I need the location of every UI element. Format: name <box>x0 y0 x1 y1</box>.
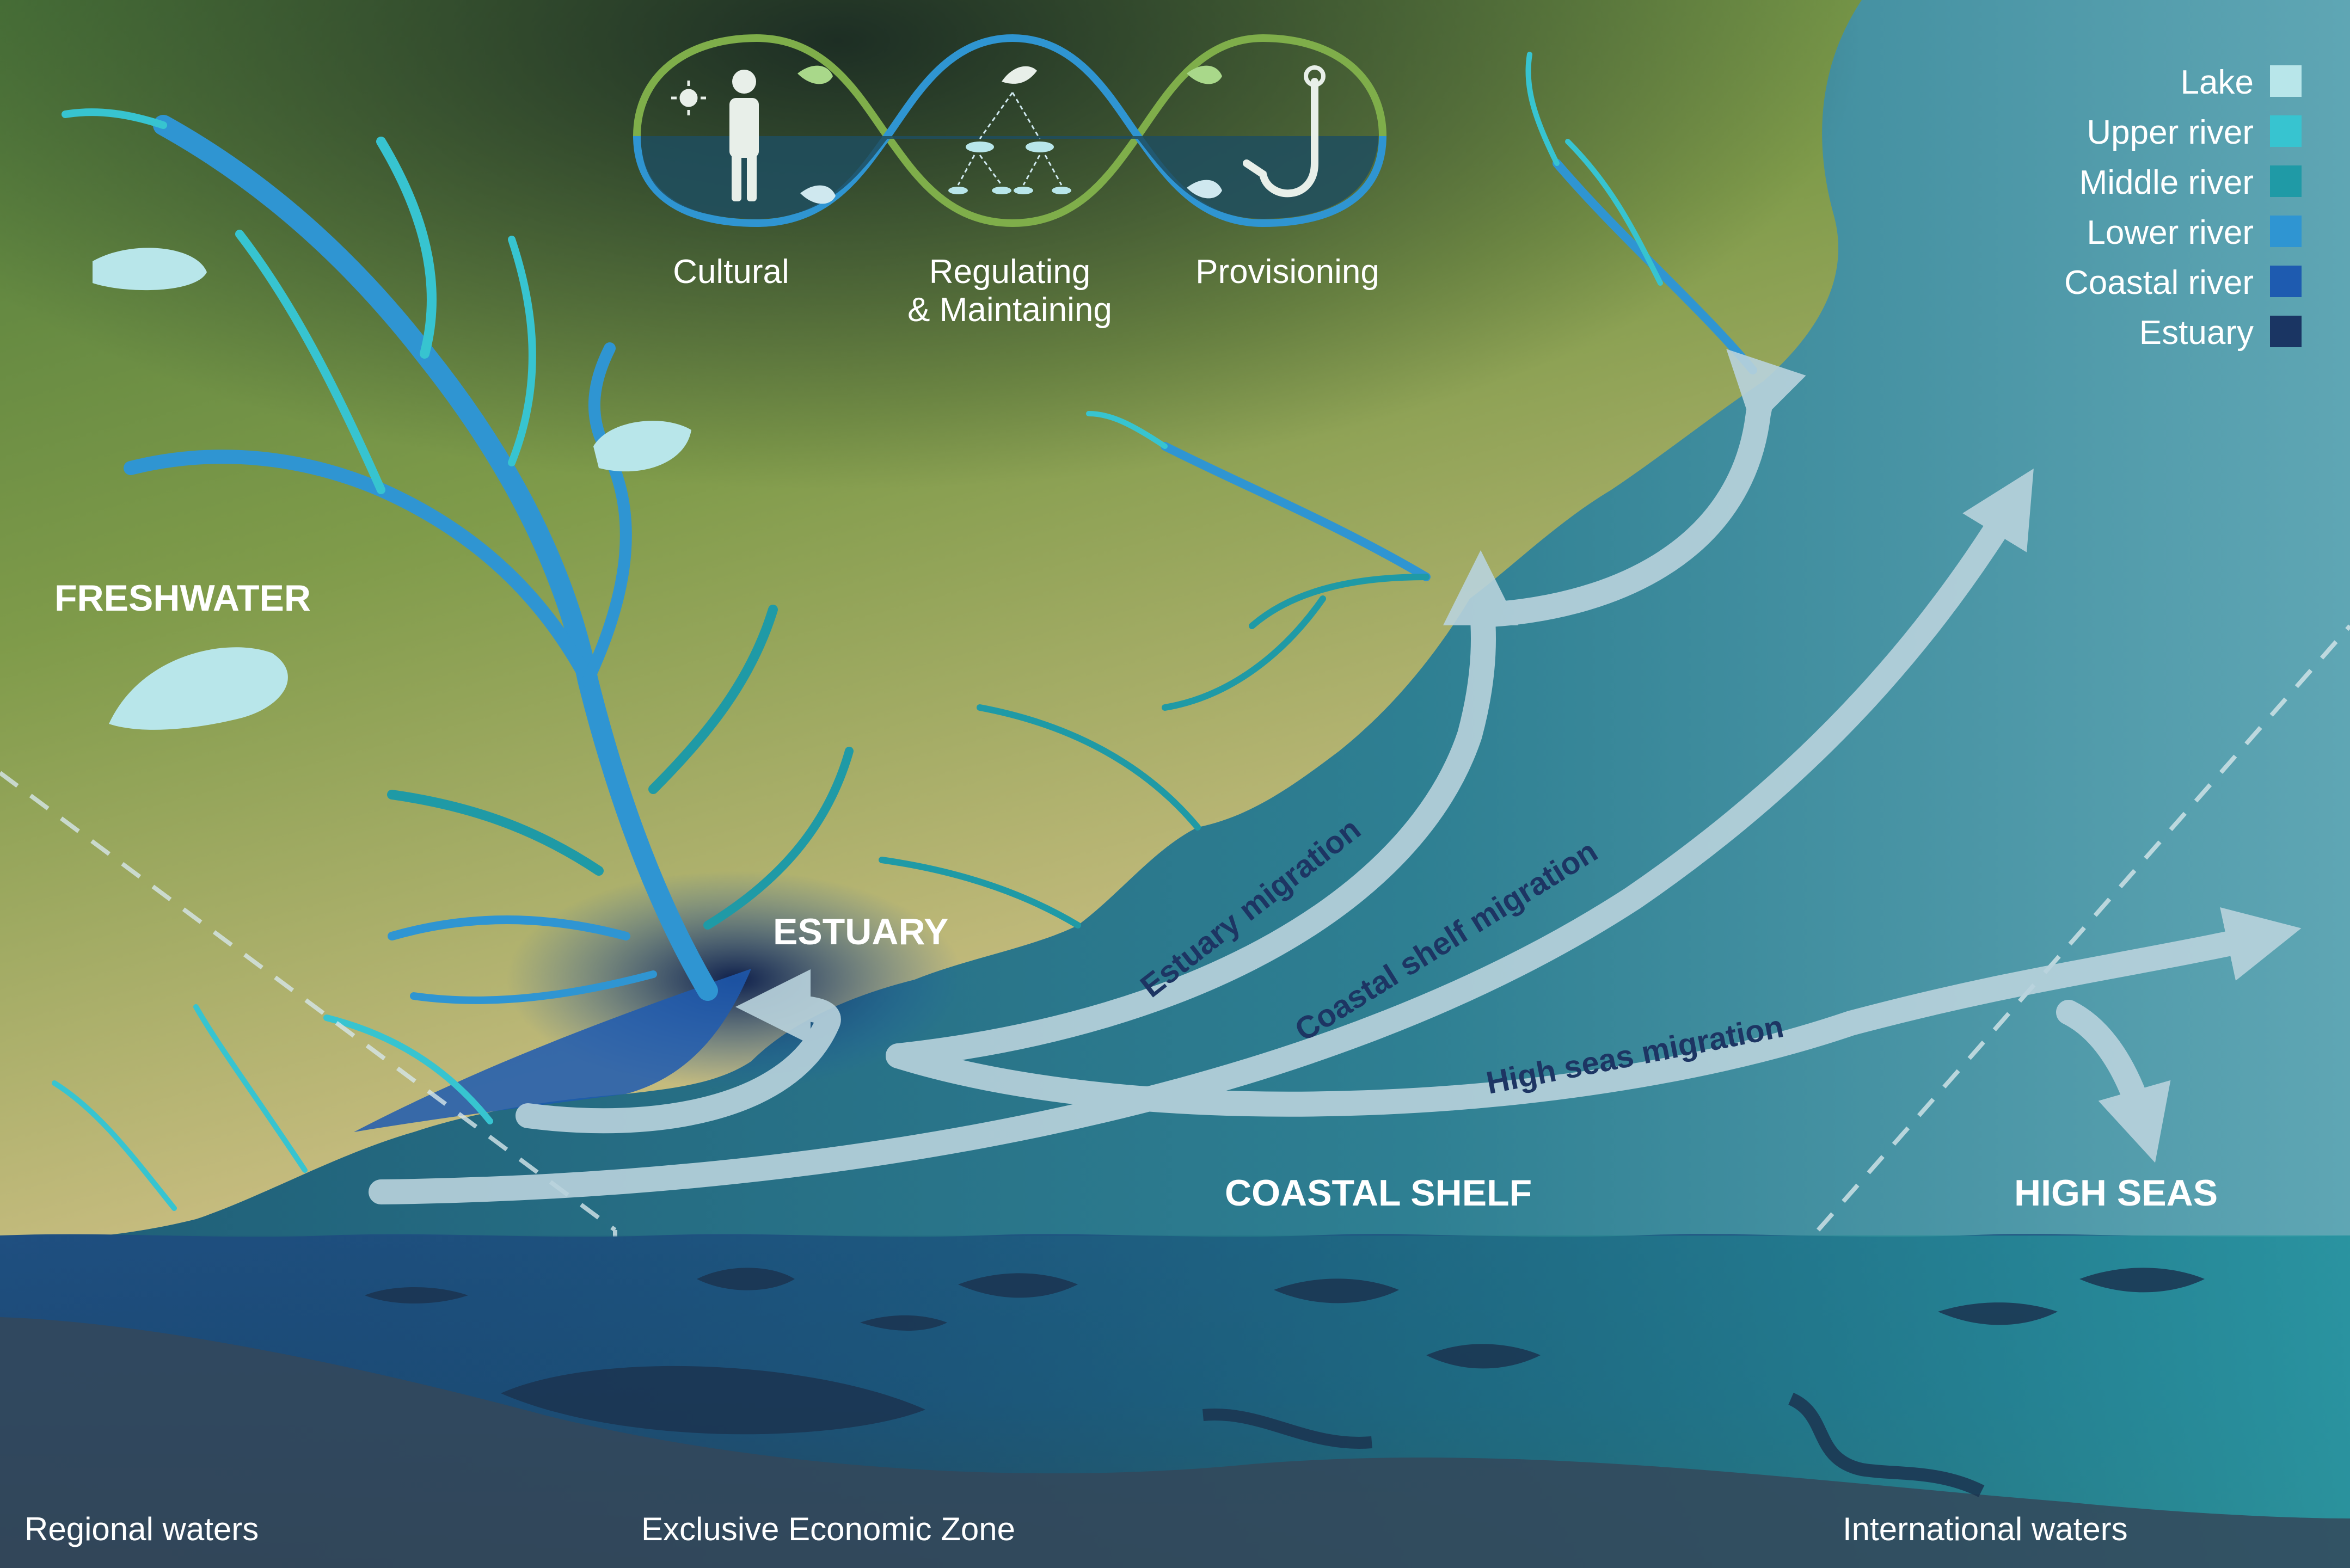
legend-swatch <box>2270 316 2302 347</box>
freshwater-label: FRESHWATER <box>54 577 311 619</box>
fish-silhouettes <box>365 1268 2205 1497</box>
cultural-label: Cultural <box>673 253 789 291</box>
fish-icon <box>800 185 836 204</box>
estuary-return-arrow <box>516 969 841 1134</box>
estuary-upstream-arrow <box>1468 349 1806 628</box>
service-loop <box>633 34 1386 227</box>
legend-label: Coastal river <box>2064 264 2254 302</box>
legend-swatch <box>2270 115 2302 147</box>
loop-lower-curve <box>633 34 1386 227</box>
legend-label: Lake <box>2181 64 2254 101</box>
service-labels: Cultural Regulating & Maintaining Provis… <box>673 253 1379 329</box>
regulating-label-line1: Regulating <box>929 253 1090 291</box>
legend-label: Middle river <box>2079 164 2254 201</box>
fishing-hook-icon <box>1243 78 1318 198</box>
legend-swatch <box>2270 266 2302 297</box>
regional-waters-label: Regional waters <box>24 1511 259 1547</box>
river-network <box>52 52 1757 1211</box>
provisioning-label: Provisioning <box>1195 253 1379 291</box>
estuary-migration-arrow <box>886 550 1519 1068</box>
coastal-river-band <box>354 969 751 1132</box>
seafloor <box>0 1317 2350 1568</box>
legend-label: Upper river <box>2087 114 2254 151</box>
fish-icon <box>1187 180 1222 199</box>
fish-icon <box>797 65 833 84</box>
legend-swatch <box>2270 65 2302 97</box>
high-seas-label: HIGH SEAS <box>2014 1172 2218 1214</box>
person-icon <box>729 70 759 201</box>
migration-arrows <box>369 349 2302 1204</box>
loop-upper-curve <box>633 34 1386 227</box>
food-web-icon <box>948 66 1071 194</box>
estuary-label: ESTUARY <box>773 911 948 952</box>
regulating-label-line2: & Maintaining <box>907 291 1112 329</box>
legend-label: Lower river <box>2087 214 2254 251</box>
sun-icon <box>671 81 706 115</box>
legend-label: Estuary <box>2139 314 2254 352</box>
legend-swatch <box>2270 216 2302 247</box>
legend-swatch <box>2270 165 2302 197</box>
lakes <box>93 248 691 730</box>
coastal-shelf-label: COASTAL SHELF <box>1225 1172 1532 1214</box>
hook-eye <box>1304 65 1326 87</box>
international-waters-label: International waters <box>1843 1511 2128 1547</box>
high-seas-migration-arrow <box>886 907 2302 1117</box>
fish-icon <box>1187 65 1222 84</box>
region-labels: FRESHWATER ESTUARY COASTAL SHELF HIGH SE… <box>54 577 2218 1214</box>
high-seas-descent-arrow <box>2056 1000 2171 1163</box>
zone-labels: Regional waters Exclusive Economic Zone … <box>24 1511 2128 1547</box>
coastal-shelf-migration-arrow <box>369 469 2034 1204</box>
eez-label: Exclusive Economic Zone <box>641 1511 1015 1547</box>
